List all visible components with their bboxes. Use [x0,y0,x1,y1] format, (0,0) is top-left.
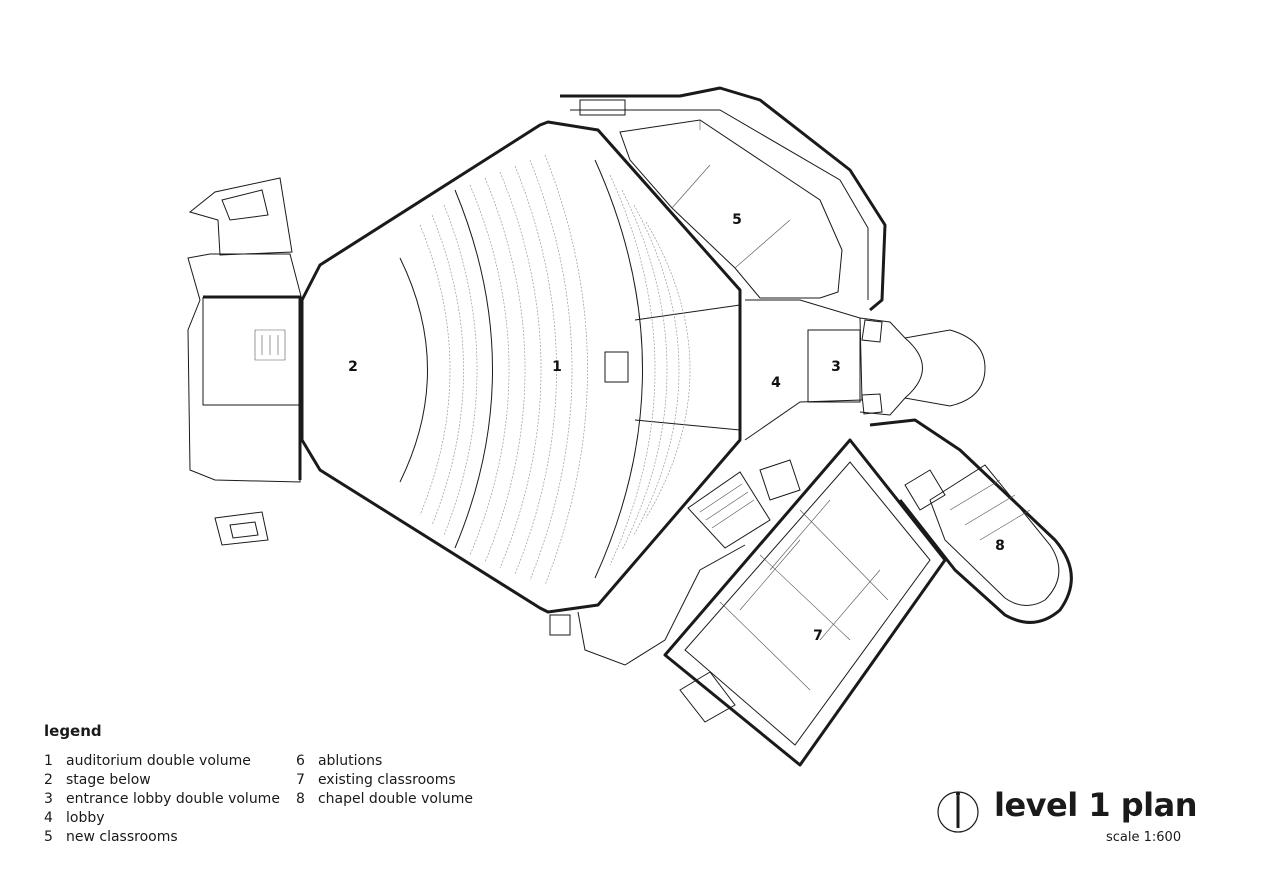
legend-item-number: 8 [295,791,305,807]
plan-title: level 1 plan [994,786,1198,824]
legend-item-number: 5 [44,829,53,845]
legend-item: 3 entrance lobby double volume [44,790,280,809]
chapel [869,418,1073,624]
legend-item-text: ablutions [317,753,383,769]
seating-rows [419,154,691,586]
legend-item-text: lobby [66,810,105,826]
legend-item-text: stage below [66,772,151,788]
room-label-3: 3 [831,359,841,375]
room-label-2: 2 [348,359,358,375]
legend-item-number: 7 [295,772,305,788]
legend-item-text: entrance lobby double volume [66,791,280,807]
legend-item: 4 lobby [44,809,280,828]
legend-column-1: 1 auditorium double volume 2 stage below 3… [44,752,280,847]
left-annex [187,177,303,546]
room-label-5: 5 [732,212,742,228]
legend-heading: legend [44,722,102,740]
legend-item: 6 ablutions [296,752,473,771]
legend-item-text: new classrooms [66,829,178,845]
legend-item-text: existing classrooms [317,772,456,788]
legend-item-number: 4 [44,810,53,826]
legend-item: 8 chapel double volume [296,790,473,809]
north-arrow-icon [937,791,979,833]
lobby [744,299,986,441]
plan-scale: scale 1:600 [1106,830,1182,845]
room-label-4: 4 [771,375,781,391]
legend-item: 5 new classrooms [44,828,280,847]
exterior-path [549,544,746,666]
legend-item: 1 auditorium double volume [44,752,280,771]
legend-item-number: 2 [44,772,53,788]
legend-column-2: 6 ablutions 7 existing classrooms 8 chapel … [296,752,473,847]
legend-item: 2 stage below [44,771,280,790]
auditorium [300,120,742,614]
room-label-7: 7 [813,628,823,644]
legend-item-text: chapel double volume [317,791,473,807]
room-label-1: 1 [552,359,562,375]
legend-item-number: 3 [44,791,53,807]
room-label-8: 8 [995,538,1005,554]
legend-item-number: 1 [44,753,53,769]
existing-classrooms-block [663,438,947,767]
legend-item-text: auditorium double volume [66,753,251,769]
legend-item-number: 6 [295,753,305,769]
classrooms-wing [560,86,887,312]
legend: legend 1 auditorium double volume 2 stage … [44,722,473,847]
legend-item: 7 existing classrooms [296,771,473,790]
